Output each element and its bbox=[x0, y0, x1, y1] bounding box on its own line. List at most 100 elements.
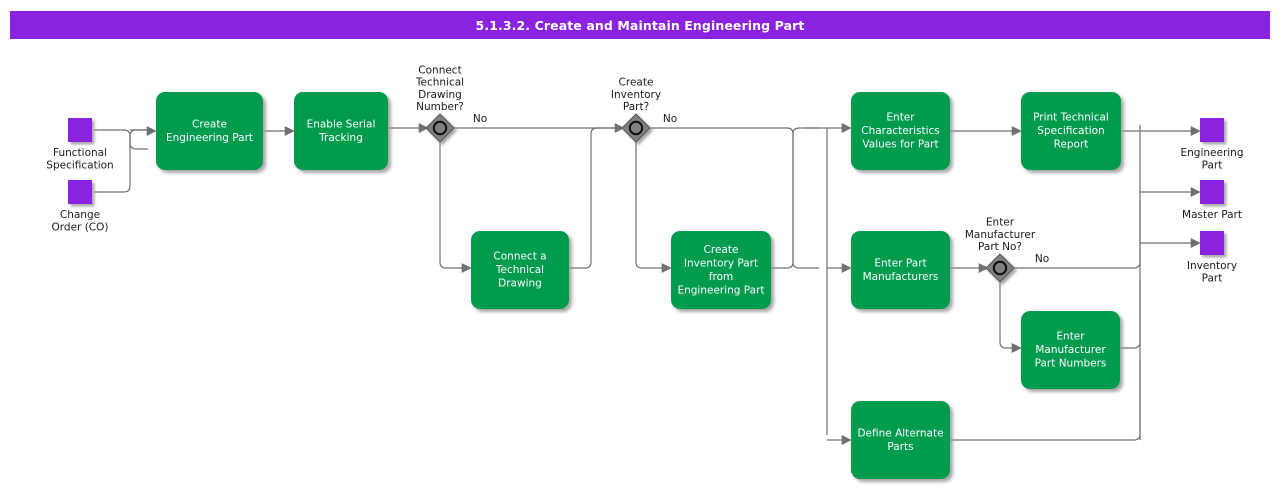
gateway-label-line: Manufacturer bbox=[965, 229, 1036, 241]
arrowhead bbox=[978, 263, 989, 273]
task-label-line: Specification bbox=[1037, 125, 1104, 137]
arrowheads-layer bbox=[146, 123, 1201, 445]
data-object-label-line: Order (CO) bbox=[52, 222, 109, 234]
data-object-shape[interactable] bbox=[1200, 231, 1224, 255]
data-object-shape[interactable] bbox=[1200, 118, 1224, 142]
task-label-line: Inventory Part bbox=[684, 257, 758, 269]
task-shape[interactable] bbox=[671, 231, 771, 309]
task-label-line: Values for Part bbox=[862, 139, 938, 151]
data-object-label-line: Part bbox=[1202, 273, 1223, 285]
arrowhead bbox=[841, 263, 852, 273]
diagram-title-bar: 5.1.3.2. Create and Maintain Engineering… bbox=[10, 11, 1270, 39]
arrowhead bbox=[461, 263, 472, 273]
task-label-line: Engineering Part bbox=[677, 284, 764, 296]
edges-layer bbox=[94, 125, 1192, 441]
task-label-line: Tracking bbox=[318, 132, 363, 144]
arrowhead bbox=[1190, 238, 1201, 248]
gateway-inner-circle-icon bbox=[432, 120, 448, 136]
arrowhead bbox=[1190, 187, 1201, 197]
task-label-line: from bbox=[709, 271, 733, 283]
task-label-line: Engineering Part bbox=[166, 132, 253, 144]
task-label-line: Report bbox=[1054, 139, 1089, 151]
arrowhead bbox=[841, 435, 852, 445]
gateway-label-line: Create bbox=[619, 77, 654, 89]
gateway-label-line: Part? bbox=[623, 101, 649, 113]
task-label-line: Enter bbox=[1056, 331, 1085, 343]
gateway-label-line: Connect bbox=[418, 64, 461, 76]
flow-condition-label: No bbox=[473, 113, 487, 125]
task-shape[interactable] bbox=[1021, 311, 1120, 389]
arrowhead bbox=[1011, 343, 1022, 353]
task-shape[interactable] bbox=[851, 401, 950, 479]
data-object-shape[interactable] bbox=[68, 180, 92, 204]
arrowhead bbox=[418, 123, 429, 133]
task-shape[interactable] bbox=[851, 231, 950, 309]
task-label-line: Enable Serial bbox=[307, 118, 376, 130]
flow-edge bbox=[950, 360, 1141, 441]
flow-edge bbox=[1120, 280, 1141, 349]
task-shape[interactable] bbox=[471, 231, 569, 309]
data-object-shape[interactable] bbox=[68, 118, 92, 142]
gateway-label-line: Technical bbox=[415, 77, 464, 89]
task-label-line: Drawing bbox=[498, 278, 542, 290]
gateway-inner-circle-icon bbox=[992, 260, 1008, 276]
flow-edge bbox=[635, 142, 663, 269]
task-label-line: Connect a bbox=[493, 251, 546, 263]
gateway-label-line: Part No? bbox=[978, 241, 1022, 253]
task-shape[interactable] bbox=[1021, 92, 1121, 170]
gateway-label-line: Number? bbox=[416, 101, 464, 113]
task-label-line: Define Alternate bbox=[857, 427, 943, 439]
task-label-line: Print Technical bbox=[1033, 112, 1109, 124]
arrowhead bbox=[661, 263, 672, 273]
data-object-label-line: Functional bbox=[53, 147, 107, 159]
task-label-line: Characteristics bbox=[861, 125, 940, 137]
data-object-shape[interactable] bbox=[1200, 180, 1224, 204]
arrowhead bbox=[614, 123, 625, 133]
gateways-layer: ConnectTechnicalDrawingNumber?NoCreateIn… bbox=[415, 64, 1049, 283]
task-label-line: Manufacturers bbox=[863, 271, 939, 283]
data-object-do_master_part[interactable]: Master Part bbox=[1182, 180, 1242, 221]
gateway-label-line: Inventory bbox=[611, 89, 661, 101]
flow-edge bbox=[999, 282, 1013, 349]
arrowhead bbox=[841, 123, 852, 133]
task-label-line: Parts bbox=[887, 441, 913, 453]
flow-edge bbox=[1014, 200, 1141, 269]
data-object-label-line: Inventory bbox=[1187, 260, 1237, 272]
arrowhead bbox=[1190, 126, 1201, 136]
arrowhead bbox=[1011, 126, 1022, 136]
flow-edge bbox=[439, 142, 463, 269]
task-label-line: Technical bbox=[495, 264, 544, 276]
gateway-inner-circle-icon bbox=[628, 120, 644, 136]
page-title: 5.1.3.2. Create and Maintain Engineering… bbox=[475, 17, 805, 33]
task-label-line: Manufacturer bbox=[1035, 344, 1106, 356]
task-label-line: Enter Part bbox=[874, 257, 926, 269]
task-shape[interactable] bbox=[156, 92, 263, 170]
task-shape[interactable] bbox=[294, 92, 388, 170]
flow-edge bbox=[771, 127, 819, 269]
data-object-label-line: Master Part bbox=[1182, 209, 1242, 221]
task-label-line: Enter bbox=[886, 112, 915, 124]
task-shape[interactable] bbox=[851, 92, 950, 170]
arrowhead bbox=[284, 126, 295, 136]
data-object-label-line: Engineering bbox=[1181, 147, 1244, 159]
flow-edge bbox=[569, 127, 622, 269]
task-label-line: Create bbox=[704, 244, 739, 256]
task-label-line: Create bbox=[192, 118, 227, 130]
